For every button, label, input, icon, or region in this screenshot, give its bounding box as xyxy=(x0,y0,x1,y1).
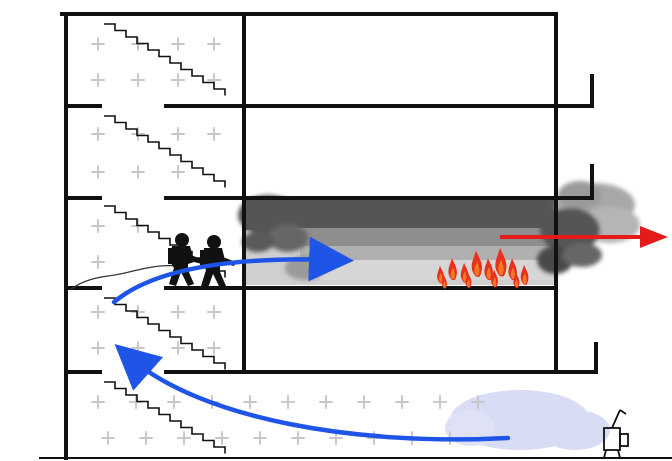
fan-icon xyxy=(603,409,629,459)
plus-marker xyxy=(207,305,221,319)
plus-marker xyxy=(291,431,305,445)
plus-marker xyxy=(131,127,145,141)
plus-marker xyxy=(281,395,295,409)
exhaust-arrow-red xyxy=(500,226,668,248)
plus-marker xyxy=(91,219,105,233)
flame-core xyxy=(510,267,515,279)
plus-marker xyxy=(319,395,333,409)
plus-marker xyxy=(91,37,105,51)
stair-flight xyxy=(104,297,226,370)
airflow-arrow-upper xyxy=(111,236,354,305)
firefighter-icon xyxy=(168,233,204,286)
flame-core xyxy=(498,259,504,275)
plus-marker xyxy=(91,73,105,87)
plus-marker xyxy=(177,431,191,445)
plus-marker xyxy=(171,341,185,355)
smoke-cloud-right xyxy=(537,181,640,274)
plus-marker xyxy=(139,431,153,445)
flame-core xyxy=(486,267,491,279)
plus-marker xyxy=(171,73,185,87)
plus-marker xyxy=(131,341,145,355)
flame-core xyxy=(438,272,443,283)
plus-marker xyxy=(131,305,145,319)
plus-marker xyxy=(171,37,185,51)
flame-core xyxy=(474,261,480,276)
building-section xyxy=(39,12,672,460)
plus-marker xyxy=(207,127,221,141)
flame-core xyxy=(467,278,470,288)
stairwell xyxy=(104,23,226,454)
plus-marker xyxy=(91,341,105,355)
firefighters-with-hose xyxy=(168,233,236,288)
plus-marker xyxy=(357,395,371,409)
flame-core xyxy=(522,272,527,284)
plus-marker xyxy=(91,305,105,319)
flame-core xyxy=(462,270,467,282)
plus-marker xyxy=(207,37,221,51)
airflow-arrow-lower xyxy=(114,344,511,442)
plus-marker xyxy=(131,73,145,87)
stair-flight xyxy=(104,23,226,96)
flame-core xyxy=(515,278,518,288)
plus-marker xyxy=(101,431,115,445)
airflow-arrow-blue xyxy=(111,236,511,442)
fire-flames xyxy=(437,247,529,289)
plus-marker xyxy=(395,395,409,409)
plus-marker xyxy=(171,305,185,319)
plus-marker xyxy=(91,395,105,409)
plus-marker xyxy=(171,165,185,179)
plus-marker xyxy=(171,127,185,141)
plus-marker xyxy=(243,395,257,409)
plus-marker xyxy=(131,165,145,179)
plus-marker xyxy=(207,341,221,355)
plus-marker xyxy=(471,395,485,409)
plus-marker xyxy=(167,395,181,409)
flame-core xyxy=(492,276,497,287)
plus-marker xyxy=(433,395,447,409)
plus-marker xyxy=(91,165,105,179)
plus-marker xyxy=(215,431,229,445)
plus-marker xyxy=(91,255,105,269)
stair-flight xyxy=(104,115,226,188)
flame-core xyxy=(443,280,446,288)
flame-core xyxy=(450,267,455,279)
plus-marker xyxy=(253,431,267,445)
plus-marker xyxy=(91,127,105,141)
stair-flight xyxy=(104,381,226,454)
